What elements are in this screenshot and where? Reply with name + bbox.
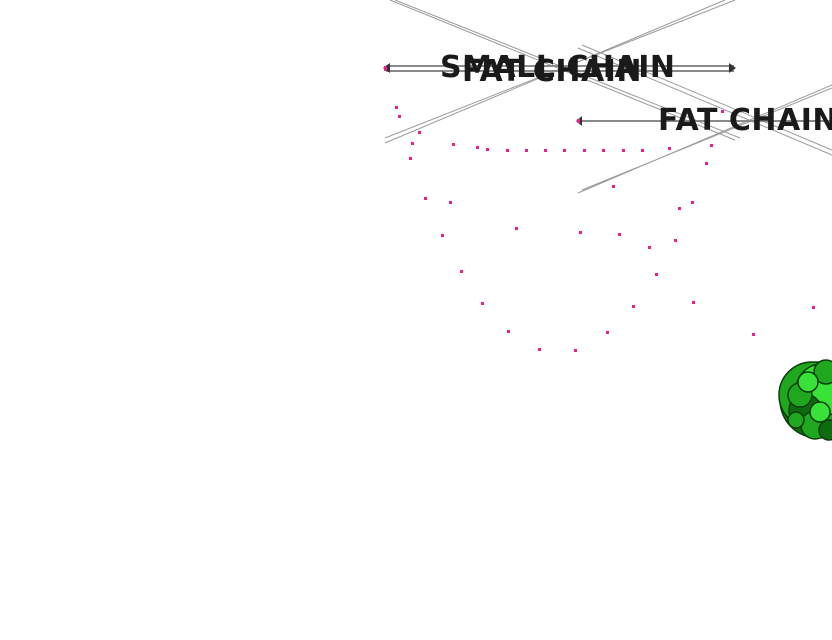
dot xyxy=(618,233,621,236)
dot xyxy=(481,302,484,305)
dot xyxy=(583,149,586,152)
dot xyxy=(705,162,708,165)
dot xyxy=(648,246,651,249)
dot xyxy=(678,207,681,210)
dot xyxy=(812,306,815,309)
dot xyxy=(411,142,414,145)
dot xyxy=(674,239,677,242)
dot xyxy=(574,349,577,352)
dot xyxy=(721,110,724,113)
magenta-dots xyxy=(395,106,815,352)
dot xyxy=(668,147,671,150)
dot xyxy=(395,106,398,109)
fat-chain-label-right: FAT CHAIN xyxy=(658,103,832,138)
dot xyxy=(525,149,528,152)
dot xyxy=(486,148,489,151)
dot xyxy=(515,227,518,230)
dot xyxy=(441,234,444,237)
dot xyxy=(563,149,566,152)
dot xyxy=(692,301,695,304)
dot xyxy=(655,273,658,276)
dot xyxy=(632,305,635,308)
dot xyxy=(606,331,609,334)
dot xyxy=(409,157,412,160)
fat-chain-label-overlap: FAT CHAIN xyxy=(462,54,642,89)
dot xyxy=(691,201,694,204)
dot xyxy=(544,149,547,152)
dot xyxy=(476,146,479,149)
small-chain-label: SMALL CHAIN xyxy=(440,50,676,85)
dot xyxy=(579,231,582,234)
dot xyxy=(752,333,755,336)
dot xyxy=(506,149,509,152)
green-molecule-blob xyxy=(778,359,832,441)
dot xyxy=(622,149,625,152)
dot xyxy=(612,185,615,188)
dot xyxy=(507,330,510,333)
bar-line-top xyxy=(383,63,736,73)
dot xyxy=(424,197,427,200)
dot xyxy=(641,149,644,152)
dot xyxy=(460,270,463,273)
dot xyxy=(452,143,455,146)
dot xyxy=(602,149,605,152)
dot xyxy=(398,115,401,118)
bar-line-right xyxy=(576,116,832,126)
dot xyxy=(538,348,541,351)
dot xyxy=(418,131,421,134)
dot xyxy=(449,201,452,204)
dot xyxy=(710,144,713,147)
